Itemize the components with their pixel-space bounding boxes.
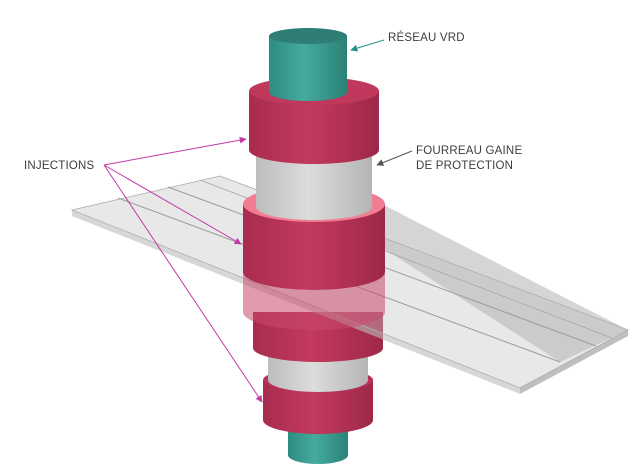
injection-arrow-top <box>103 136 247 166</box>
injection-ring-top <box>249 91 379 164</box>
fourreau-arrow <box>376 150 413 166</box>
protection-sleeve-upper <box>256 150 372 220</box>
injection-ring-bottom <box>263 380 373 434</box>
annotations: RÉSEAU VRD FOURREAU GAINE DE PROTECTION … <box>24 31 522 403</box>
slab-right-edge <box>520 330 628 394</box>
upper-pipe <box>243 28 385 330</box>
slab-solid-section <box>330 200 628 362</box>
fourreau-label-line1: FOURREAU GAINE <box>416 145 522 157</box>
injection-ring-middle <box>243 204 385 290</box>
reseau-arrow <box>350 39 385 52</box>
reseau-pipe-top-face <box>269 28 347 44</box>
lower-pipe <box>253 312 383 464</box>
injection-arrow-bottom <box>103 164 263 403</box>
reseau-pipe-top <box>269 36 347 101</box>
fourreau-label-line2: DE PROTECTION <box>416 160 513 172</box>
injection-arrow-middle <box>103 164 242 245</box>
reseau-pipe-bottom <box>288 428 348 464</box>
injections-label: INJECTIONS <box>24 160 94 172</box>
reseau-label: RÉSEAU VRD <box>388 31 465 44</box>
